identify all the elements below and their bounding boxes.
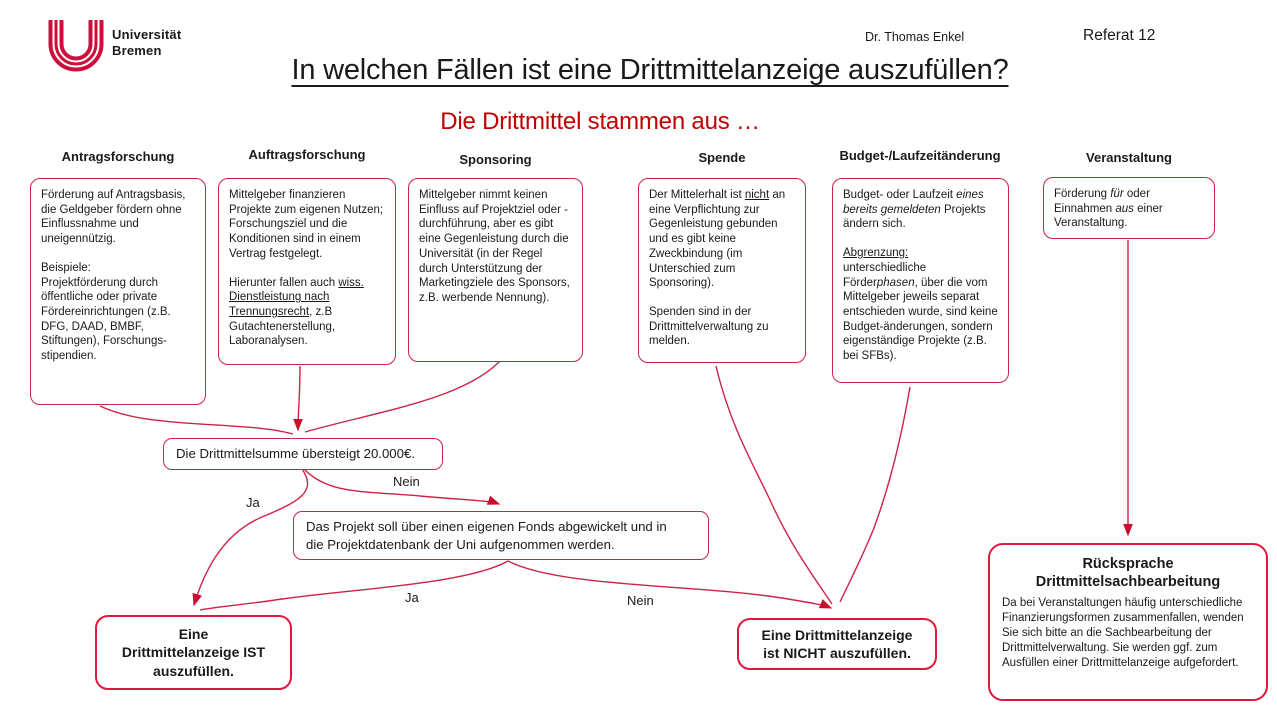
ruecksprache-title: Rücksprache Drittmittelsachbearbeitung (1035, 556, 1221, 591)
callout-budget-laufzeitaenderung: Budget- oder Laufzeit eines bereits geme… (832, 178, 1009, 383)
column-header-budget-laufzeitaenderung: Budget-/Laufzeitänderung (839, 148, 1001, 163)
outcome-ruecksprache-box: Rücksprache Drittmittelsachbearbeitung D… (988, 543, 1268, 701)
column-header-auftragsforschung: Auftragsforschung (248, 147, 366, 162)
edge-spende-to-nicht (715, 365, 833, 605)
callout-antragsforschung: Förderung auf Antragsbasis, die Geldgebe… (30, 178, 206, 405)
edge-antragsforschung-to-d1 (99, 405, 294, 435)
edge-d1-ja-to-ist (192, 468, 309, 607)
edge-d2-ja-to-ist (199, 560, 509, 611)
callout-veranstaltung: Förderung für oder Einnahmen aus einer V… (1043, 177, 1215, 239)
author-name: Dr. Thomas Enkel (865, 30, 965, 44)
callout-spende: Der Mittelerhalt ist nicht an eine Verpf… (638, 178, 806, 363)
ruecksprache-body: Da bei Veranstaltungen häufig unterschie… (1002, 597, 1244, 669)
edge-budget-to-nicht (839, 386, 911, 603)
column-header-antragsforschung: Antragsforschung (61, 149, 175, 164)
decision-sum-over-20000: Die Drittmittelsumme übersteigt 20.000€. (163, 438, 443, 470)
column-header-spende: Spende (698, 150, 746, 165)
branch-label-d2-ja: Ja (405, 590, 419, 605)
logo-wordmark: Universität Bremen (112, 27, 182, 59)
page-subtitle: Die Drittmittel stammen aus … (440, 108, 760, 135)
edge-d2-nein-to-nicht (507, 560, 833, 609)
column-header-sponsoring: Sponsoring (459, 152, 532, 167)
edge-auftragsforschung-to-d1 (293, 365, 303, 432)
outcome-anzeige-nicht-auszufuellen: Eine Drittmittelanzeige ist NICHT auszuf… (737, 618, 937, 670)
branch-label-d1-nein: Nein (393, 474, 420, 489)
decision-own-fonds: Das Projekt soll über einen eigenen Fond… (293, 511, 709, 560)
outcome-anzeige-ist-auszufuellen: Eine Drittmittelanzeige IST auszufüllen. (95, 615, 292, 690)
unit-label: Referat 12 (1083, 27, 1156, 44)
column-header-veranstaltung: Veranstaltung (1086, 150, 1172, 165)
branch-label-d2-nein: Nein (627, 593, 654, 608)
callout-sponsoring: Mittelgeber nimmt keinen Einfluss auf Pr… (408, 178, 583, 362)
edge-sponsoring-to-d1 (304, 360, 501, 433)
branch-label-d1-ja: Ja (246, 495, 260, 510)
uni-bremen-logo-icon (48, 20, 104, 72)
page-title: In welchen Fällen ist eine Drittmittelan… (291, 54, 1009, 86)
callout-auftragsforschung: Mittelgeber finanzieren Projekte zum eig… (218, 178, 396, 365)
